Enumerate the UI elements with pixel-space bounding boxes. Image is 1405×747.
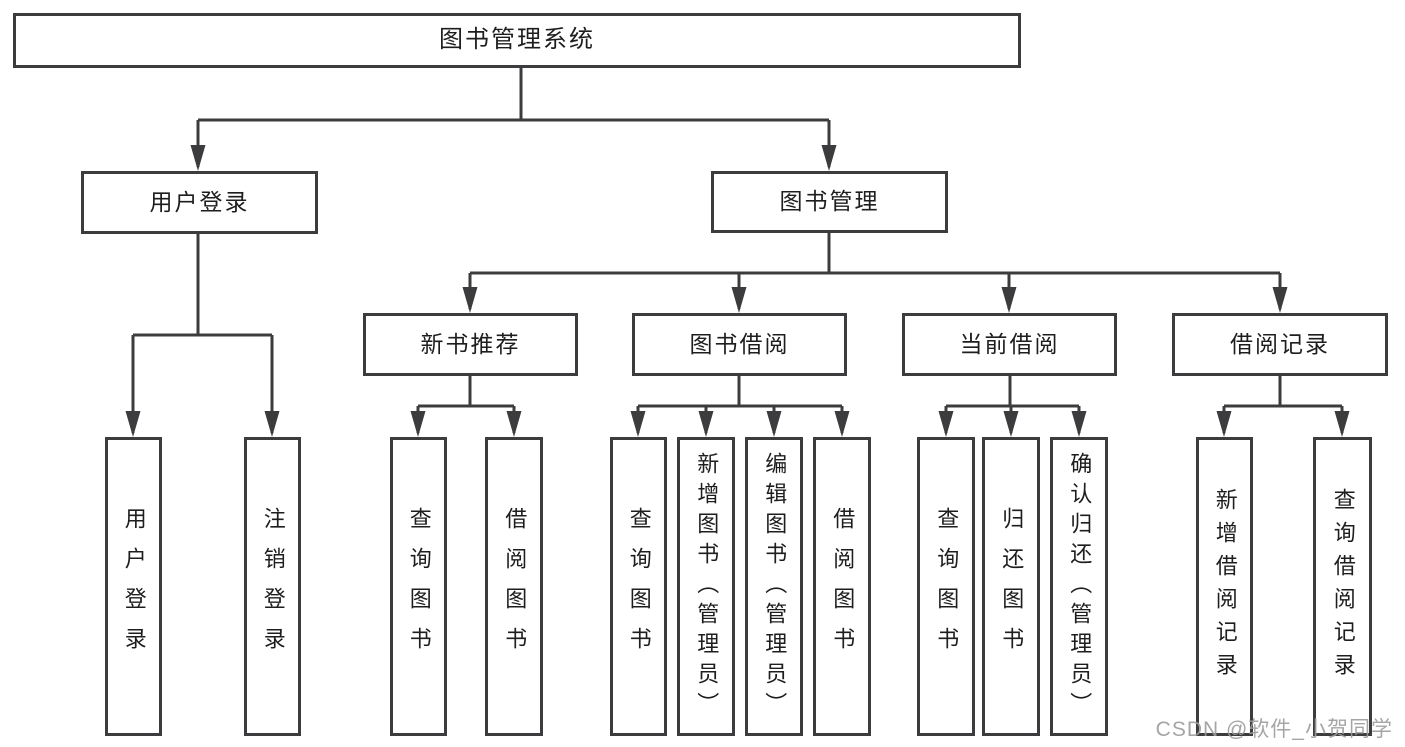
node-label: 图书管理系统 xyxy=(439,26,595,54)
node-label: 用户登录 xyxy=(121,506,147,667)
node-current-borrowing: 当前借阅 xyxy=(902,313,1117,376)
node-leaf-query-books-1: 查询图书 xyxy=(390,437,447,736)
node-leaf-user-login: 用户登录 xyxy=(105,437,162,736)
node-leaf-borrow-books-2: 借阅图书 xyxy=(813,437,871,736)
node-label: 图书借阅 xyxy=(689,330,790,357)
node-root: 图书管理系统 xyxy=(13,13,1021,68)
node-leaf-query-borrow-record: 查询借阅记录 xyxy=(1313,437,1372,736)
node-label: 借阅记录 xyxy=(1230,330,1330,357)
node-label: 当前借阅 xyxy=(959,330,1060,357)
node-leaf-borrow-books-1: 借阅图书 xyxy=(485,437,543,736)
node-leaf-query-books-2: 查询图书 xyxy=(610,437,667,736)
node-user-login: 用户登录 xyxy=(81,171,318,234)
node-label: 查询借阅记录 xyxy=(1330,487,1356,686)
node-leaf-logout: 注销登录 xyxy=(244,437,301,736)
node-borrowing-records: 借阅记录 xyxy=(1172,313,1388,376)
node-leaf-return-books: 归还图书 xyxy=(982,437,1040,736)
node-label: 查询图书 xyxy=(406,506,432,667)
node-label: 借阅图书 xyxy=(502,506,528,667)
node-label: 查询图书 xyxy=(934,506,960,667)
node-label: 注销登录 xyxy=(260,506,286,667)
node-label: 新书推荐 xyxy=(420,330,521,357)
node-leaf-add-borrow-record: 新增借阅记录 xyxy=(1196,437,1253,736)
node-leaf-add-books-admin: 新增图书（管理员） xyxy=(677,437,735,736)
node-label: 编辑图书（管理员） xyxy=(762,451,788,722)
node-label: 归还图书 xyxy=(999,506,1025,667)
node-leaf-edit-books-admin: 编辑图书（管理员） xyxy=(745,437,803,736)
node-leaf-confirm-return-admin: 确认归还（管理员） xyxy=(1050,437,1108,736)
node-label: 新增借阅记录 xyxy=(1212,487,1238,686)
node-leaf-query-books-3: 查询图书 xyxy=(917,437,975,736)
node-label: 借阅图书 xyxy=(830,506,856,667)
node-label: 图书管理 xyxy=(779,188,880,215)
node-label: 确认归还（管理员） xyxy=(1067,451,1093,722)
node-book-management: 图书管理 xyxy=(711,171,948,233)
node-label: 新增图书（管理员） xyxy=(694,451,720,722)
node-label: 查询图书 xyxy=(626,506,652,667)
node-book-borrowing: 图书借阅 xyxy=(632,313,847,376)
node-new-book-recommend: 新书推荐 xyxy=(363,313,578,376)
node-label: 用户登录 xyxy=(149,188,250,215)
